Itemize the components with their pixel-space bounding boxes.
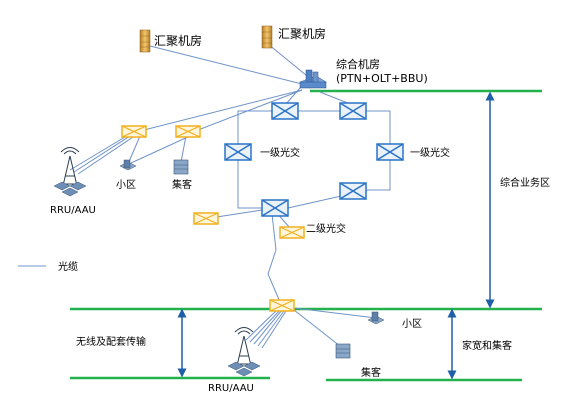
fiber-fan-5 xyxy=(180,135,187,163)
integrated-room: 综合机房 (PTN+OLT+BBU) xyxy=(299,57,428,89)
rru-tower-top: RRU/AAU xyxy=(50,147,96,216)
fiber-fan-6 xyxy=(130,135,191,164)
fiber-bfan-5 xyxy=(261,310,287,349)
fiber-bfan-7 xyxy=(293,309,341,347)
fiber-fan-4 xyxy=(127,135,141,165)
level1-left-label: 一级光交 xyxy=(260,146,300,159)
node-ring-bottom-right xyxy=(339,182,367,200)
fiber-bfan-1 xyxy=(245,308,279,341)
node-ring-top-right xyxy=(339,102,367,120)
cluster-customer-bottom-label: 集客 xyxy=(361,366,381,379)
splitter-top-2 xyxy=(175,125,201,138)
node-level1-left: 一级光交 xyxy=(224,143,300,161)
data-center-icon xyxy=(299,69,327,89)
fiber-agg-left xyxy=(149,45,311,87)
aggregation-room-left-label: 汇聚机房 xyxy=(154,33,202,48)
level1-right-label: 一级光交 xyxy=(410,146,450,159)
level2-label: 二级光交 xyxy=(306,222,346,235)
radio-tower-icon xyxy=(60,147,80,191)
boundary-lines xyxy=(70,89,542,382)
splitter-mid-left xyxy=(193,212,219,225)
fiber-trunk-down xyxy=(267,213,281,303)
splitter-mid-right: 二级光交 xyxy=(279,222,346,239)
fiber-bfan-3 xyxy=(253,309,283,345)
rru-tower-bottom: RRU/AAU xyxy=(208,327,261,394)
residential-building-icon xyxy=(119,159,137,171)
residential-bottom-label: 小区 xyxy=(402,318,422,330)
integrated-service-area-label: 综合业务区 xyxy=(500,176,550,189)
fiber-fan-2 xyxy=(73,133,134,173)
building-icon xyxy=(261,25,273,49)
cluster-customer-top: 集客 xyxy=(172,159,192,191)
residential-building-icon xyxy=(367,311,385,325)
aggregation-room-right: 汇聚机房 xyxy=(261,25,326,49)
integrated-room-label: 综合机房 xyxy=(336,57,380,71)
office-building-icon xyxy=(335,343,351,359)
residential-top: 小区 xyxy=(116,159,137,191)
fiber-agg-right xyxy=(267,43,313,81)
aggregation-room-right-label: 汇聚机房 xyxy=(278,26,326,41)
fiber-room-ring-right xyxy=(319,91,351,105)
wireless-transport-label: 无线及配套传输 xyxy=(76,335,146,348)
rru-top-label: RRU/AAU xyxy=(50,205,96,216)
node-level1-right: 一级光交 xyxy=(376,143,450,161)
splitter-top-1 xyxy=(121,125,147,138)
cluster-customer-top-label: 集客 xyxy=(172,178,192,191)
fiber-room-ring-left xyxy=(285,87,301,105)
cluster-customer-bottom: 集客 xyxy=(335,343,381,379)
building-icon xyxy=(139,29,151,53)
legend: 光缆 xyxy=(18,260,78,273)
fiber-fan-1 xyxy=(69,133,131,171)
residential-top-label: 小区 xyxy=(116,179,136,191)
broadband-cluster-label: 家宽和集客 xyxy=(462,339,512,352)
fiber-room-yellow-1 xyxy=(143,89,303,131)
fiber-bfan-4 xyxy=(257,310,285,347)
fiber-ring-right xyxy=(287,110,391,209)
radio-tower-icon xyxy=(234,327,254,371)
integrated-room-equipment-label: (PTN+OLT+BBU) xyxy=(336,72,428,85)
rru-bottom-label: RRU/AAU xyxy=(208,383,254,394)
aggregation-room-left: 汇聚机房 xyxy=(139,29,202,53)
region-arrows xyxy=(177,91,495,380)
residential-bottom: 小区 xyxy=(367,311,422,330)
node-ring-bottom-left xyxy=(261,199,289,217)
fiber-bfan-6 xyxy=(293,307,377,319)
splitter-bottom xyxy=(269,299,295,312)
fiber-fan-3 xyxy=(77,134,137,175)
legend-fiber-label: 光缆 xyxy=(58,260,78,273)
node-ring-top-left xyxy=(271,102,299,120)
fiber-links xyxy=(69,43,391,349)
fiber-room-yellow-2 xyxy=(197,89,303,131)
fiber-bfan-2 xyxy=(249,309,281,343)
office-building-icon xyxy=(173,159,189,175)
